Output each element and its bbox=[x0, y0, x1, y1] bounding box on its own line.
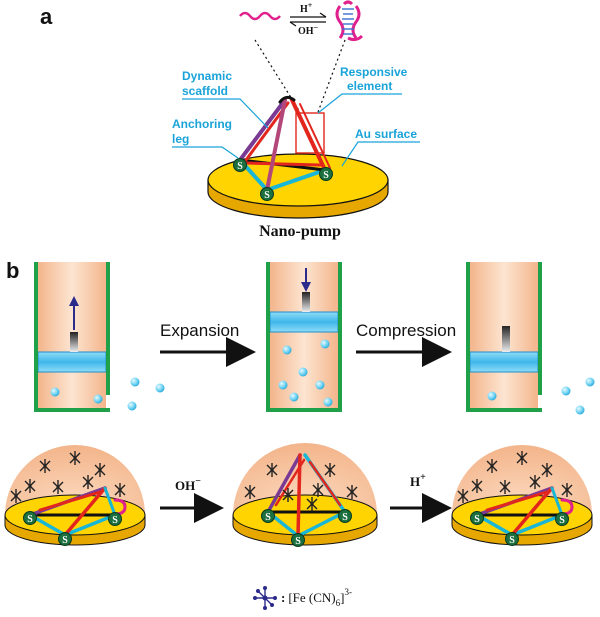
step-compression-label: Compression bbox=[356, 321, 456, 340]
reaction-base: OH− bbox=[298, 23, 319, 37]
label-anchoring-leg: Anchoring leg bbox=[172, 117, 239, 159]
caption-nano-pump: Nano-pump bbox=[259, 223, 341, 240]
dome-compressed bbox=[451, 445, 593, 547]
label-responsive-element: Responsive element bbox=[317, 65, 408, 114]
svg-text:Anchoring: Anchoring bbox=[172, 117, 232, 131]
step-expansion-label: Expansion bbox=[160, 321, 239, 340]
reaction-arrows bbox=[289, 12, 327, 27]
unfolded-strand-icon bbox=[239, 11, 281, 21]
bead-icon bbox=[585, 377, 595, 387]
bead-icon bbox=[155, 383, 165, 393]
label-dynamic-scaffold: Dynamic scaffold bbox=[182, 69, 269, 129]
panel-b-letter: b bbox=[6, 258, 19, 283]
i-motif-icon bbox=[335, 0, 364, 42]
bead-icon bbox=[130, 377, 140, 387]
dome-initial bbox=[4, 445, 146, 547]
dome-expanded bbox=[232, 443, 378, 548]
dna-tetrahedron bbox=[238, 95, 331, 192]
ferricyanide-icon bbox=[253, 586, 277, 610]
sulfur-anchor-icon bbox=[233, 158, 247, 173]
reaction-acid: H+ bbox=[300, 1, 313, 15]
svg-text:Dynamic: Dynamic bbox=[182, 69, 232, 83]
bead-icon bbox=[127, 401, 137, 411]
step-base-label: OH− bbox=[175, 476, 201, 493]
panel-a-letter: a bbox=[40, 4, 53, 29]
sulfur-anchor-icon bbox=[260, 187, 274, 202]
svg-text:scaffold: scaffold bbox=[182, 84, 228, 98]
cylinder-initial bbox=[34, 262, 110, 412]
bead-icon bbox=[561, 386, 571, 396]
legend-ferricyanide: :[Fe (CN)6]3- bbox=[281, 587, 352, 608]
svg-text:Responsive: Responsive bbox=[340, 65, 408, 79]
cylinder-compressed bbox=[466, 262, 542, 412]
responsive-element-box bbox=[295, 112, 325, 154]
bead-icon bbox=[575, 405, 585, 415]
step-acid-label: H+ bbox=[410, 472, 426, 489]
svg-text:leg: leg bbox=[172, 132, 189, 146]
label-au-surface: Au surface bbox=[341, 127, 420, 167]
cylinder-expanded bbox=[266, 262, 342, 412]
svg-text:element: element bbox=[347, 79, 392, 93]
svg-text:Au surface: Au surface bbox=[355, 127, 417, 141]
sulfur-anchor-icon bbox=[319, 167, 333, 182]
